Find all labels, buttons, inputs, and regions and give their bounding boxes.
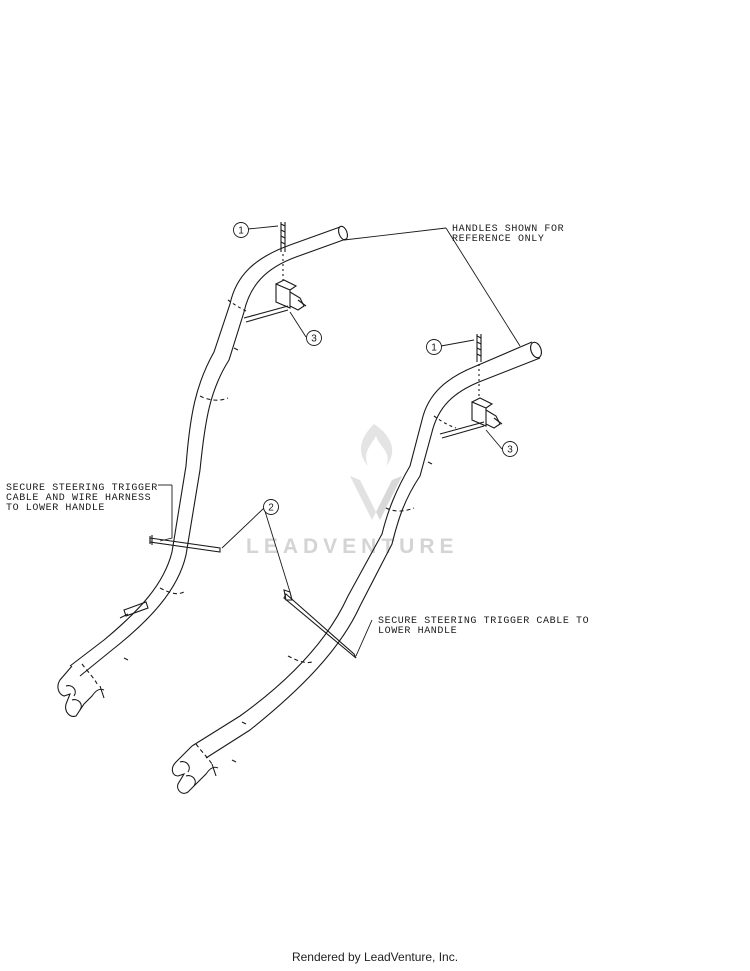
callout-3-right: 3 [502, 441, 518, 457]
cable-tie-right [283, 589, 357, 659]
cable-tie-left [149, 535, 221, 553]
note-secure-left: SECURE STEERING TRIGGER CABLE AND WIRE H… [6, 483, 158, 514]
callout-label: 3 [311, 334, 317, 345]
watermark-logo [350, 424, 402, 520]
note-line: LOWER HANDLE [378, 626, 457, 637]
callout-3-left: 3 [306, 330, 322, 346]
callout-2: 2 [263, 499, 279, 515]
callout-1-right: 1 [426, 339, 442, 355]
right-bolt [476, 334, 482, 396]
left-handle [57, 225, 349, 717]
left-bolt [280, 222, 286, 282]
note-line: SECURE STEERING TRIGGER CABLE TO [378, 616, 589, 627]
note-line: SECURE STEERING TRIGGER [6, 483, 158, 494]
right-bracket [439, 397, 503, 439]
callout-1-left: 1 [233, 222, 249, 238]
note-line: CABLE AND WIRE HARNESS [6, 493, 151, 504]
watermark: LEADVENTURE [246, 424, 459, 558]
callout-label: 1 [238, 226, 244, 237]
watermark-text: LEADVENTURE [246, 535, 459, 558]
note-secure-right: SECURE STEERING TRIGGER CABLE TO LOWER H… [378, 616, 589, 637]
note-line: HANDLES SHOWN FOR [452, 224, 564, 235]
callout-label: 1 [431, 343, 437, 354]
footer-credit: Rendered by LeadVenture, Inc. [291, 950, 459, 964]
callout-label: 3 [507, 445, 513, 456]
callout-label: 2 [268, 503, 274, 514]
left-bracket [243, 279, 307, 323]
note-handles-reference: HANDLES SHOWN FOR REFERENCE ONLY [452, 224, 564, 245]
note-line: TO LOWER HANDLE [6, 503, 105, 514]
right-handle [171, 341, 542, 794]
leader-lines [158, 225, 521, 657]
note-line: REFERENCE ONLY [452, 234, 544, 245]
